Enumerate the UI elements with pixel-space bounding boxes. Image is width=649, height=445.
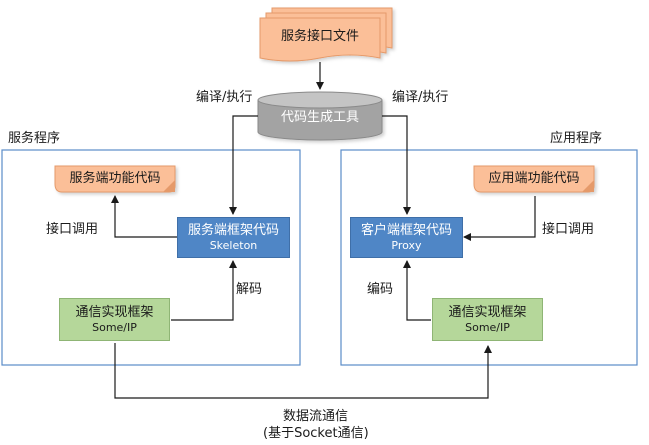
client-proxy-title: 客户端框架代码 bbox=[360, 222, 452, 238]
decode-label: 解码 bbox=[236, 282, 263, 297]
encode-label: 编码 bbox=[367, 282, 394, 297]
server-skeleton-title: 服务端框架代码 bbox=[187, 222, 279, 238]
edge-comm-to-proxy bbox=[403, 260, 431, 321]
compile-exec-label-left: 编译/执行 bbox=[196, 90, 253, 105]
server-comm-subtitle: Some/IP bbox=[92, 320, 137, 334]
app-program-group bbox=[340, 149, 638, 366]
edge-tool-to-skeleton bbox=[229, 115, 258, 215]
service-interface-file-shape bbox=[259, 7, 393, 62]
client-func-code: 应用端功能代码 bbox=[488, 171, 580, 186]
edge-tool-to-proxy bbox=[382, 115, 411, 215]
interface-call-label-left: 接口调用 bbox=[46, 222, 99, 237]
code-gen-tool-shape bbox=[257, 91, 383, 141]
edge-skeleton-to-func bbox=[111, 195, 177, 238]
connectors bbox=[111, 62, 536, 399]
service-interface-file: 服务接口文件 bbox=[280, 29, 359, 44]
client-proxy-box: 客户端框架代码 Proxy bbox=[350, 217, 463, 258]
service-program-group bbox=[1, 149, 301, 366]
server-func-code: 服务端功能代码 bbox=[69, 171, 161, 186]
server-func-code-shape bbox=[54, 165, 176, 193]
client-comm-title: 通信实现框架 bbox=[448, 304, 527, 320]
client-comm-subtitle: Some/IP bbox=[465, 320, 510, 334]
server-skeleton-box: 服务端框架代码 Skeleton bbox=[177, 217, 290, 258]
compile-exec-label-right: 编译/执行 bbox=[392, 90, 449, 105]
client-func-code-shape bbox=[473, 165, 595, 193]
interface-call-label-right: 接口调用 bbox=[542, 222, 595, 237]
data-stream-label: 数据流通信 bbox=[283, 409, 349, 424]
client-proxy-subtitle: Proxy bbox=[391, 238, 422, 252]
client-comm-box: 通信实现框架 Some/IP bbox=[432, 298, 543, 341]
edge-data-stream bbox=[114, 343, 492, 399]
service-program-label: 服务程序 bbox=[8, 131, 61, 146]
server-comm-box: 通信实现框架 Some/IP bbox=[59, 298, 170, 341]
app-program-label: 应用程序 bbox=[550, 131, 603, 146]
edge-comm-to-skeleton bbox=[171, 260, 237, 321]
server-comm-title: 通信实现框架 bbox=[75, 304, 154, 320]
code-gen-tool: 代码生成工具 bbox=[280, 110, 359, 125]
edge-func-to-proxy bbox=[463, 196, 536, 241]
server-skeleton-subtitle: Skeleton bbox=[209, 238, 258, 252]
socket-note-label: (基于Socket通信) bbox=[263, 426, 369, 441]
